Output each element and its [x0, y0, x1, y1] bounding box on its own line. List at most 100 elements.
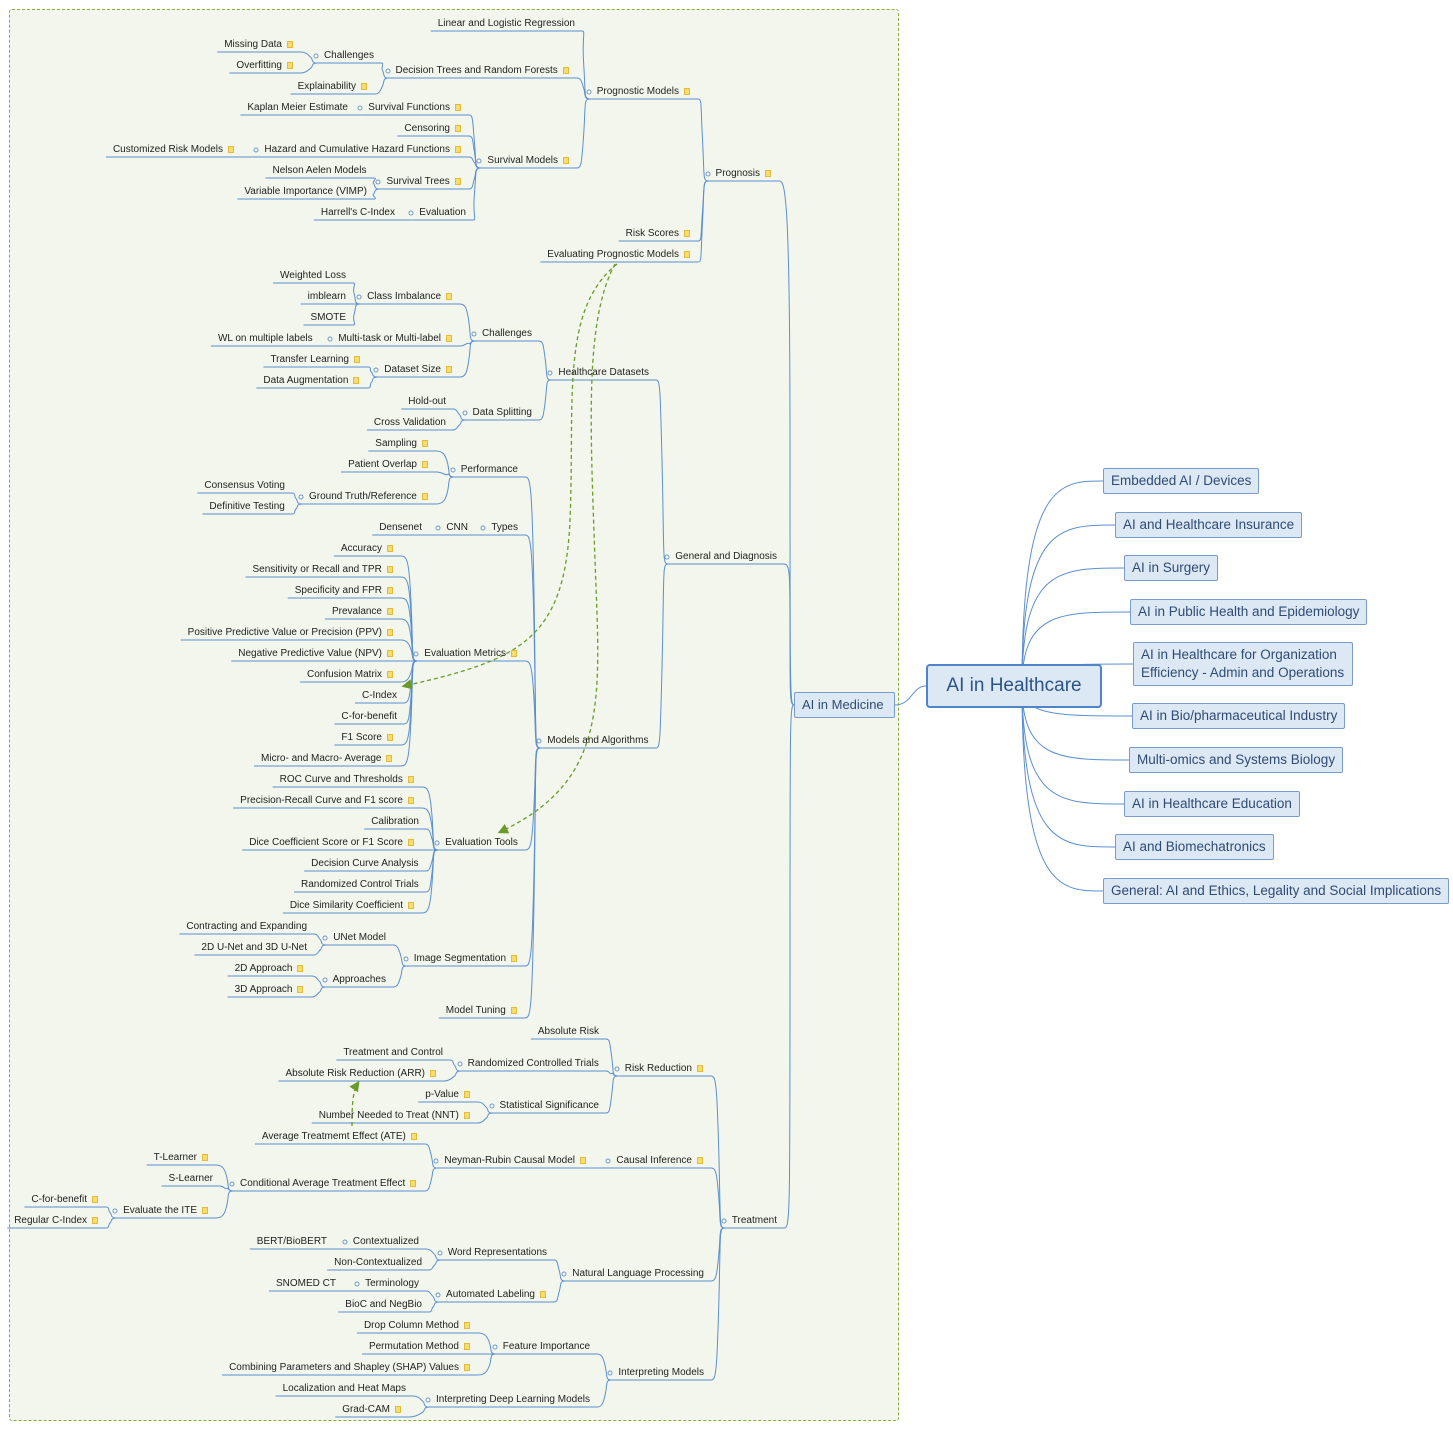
topic-drop-column[interactable]: Drop Column Method: [364, 1320, 470, 1332]
collapse-toggle[interactable]: [492, 1344, 498, 1350]
topic-evaluation[interactable]: Evaluation: [419, 207, 466, 219]
topic-heat-maps[interactable]: Localization and Heat Maps: [283, 1383, 406, 1395]
collapse-toggle[interactable]: [327, 336, 333, 342]
topic-risk-reduction[interactable]: Risk Reduction: [625, 1063, 703, 1075]
collapse-toggle[interactable]: [425, 1397, 431, 1403]
topic-roc[interactable]: ROC Curve and Thresholds: [280, 774, 414, 786]
topic-definitive-testing[interactable]: Definitive Testing: [209, 501, 284, 513]
topic-contracting[interactable]: Contracting and Expanding: [186, 921, 307, 933]
note-icon[interactable]: [422, 460, 428, 468]
note-icon[interactable]: [510, 1006, 517, 1014]
collapse-toggle[interactable]: [354, 1281, 360, 1287]
topic-wl-multiple[interactable]: WL on multiple labels: [218, 333, 313, 345]
note-icon[interactable]: [408, 838, 414, 846]
collapse-toggle[interactable]: [357, 105, 363, 111]
collapse-toggle[interactable]: [342, 1239, 348, 1245]
topic-models-algorithms[interactable]: Models and Algorithms: [547, 735, 648, 747]
topic-healthcare-insurance[interactable]: AI and Healthcare Insurance: [1115, 512, 1303, 538]
collapse-toggle[interactable]: [721, 1218, 727, 1224]
topic-unet-2d3d[interactable]: 2D U-Net and 3D U-Net: [201, 942, 307, 954]
note-icon[interactable]: [408, 796, 414, 804]
topic-customized-risk[interactable]: Customized Risk Models: [113, 144, 234, 156]
topic-evaluation-tools[interactable]: Evaluation Tools: [445, 837, 518, 849]
topic-prognostic-models[interactable]: Prognostic Models: [597, 86, 690, 98]
note-icon[interactable]: [765, 169, 771, 177]
collapse-toggle[interactable]: [435, 525, 441, 531]
note-icon[interactable]: [386, 565, 393, 573]
topic-ate[interactable]: Average Treatmemt Effect (ATE): [262, 1131, 417, 1143]
note-icon[interactable]: [421, 492, 428, 500]
collapse-toggle[interactable]: [435, 1292, 441, 1298]
collapse-toggle[interactable]: [471, 331, 477, 337]
collapse-toggle[interactable]: [586, 89, 592, 95]
topic-cnn[interactable]: CNN: [446, 522, 468, 534]
topic-general-diagnosis[interactable]: General and Diagnosis: [675, 551, 777, 563]
topic-cross-validation[interactable]: Cross Validation: [374, 417, 446, 429]
topic-shap[interactable]: Combining Parameters and Shapley (SHAP) …: [229, 1362, 470, 1374]
topic-nnt[interactable]: Number Needed to Treat (NNT): [319, 1110, 470, 1122]
topic-patient-overlap[interactable]: Patient Overlap: [348, 459, 428, 471]
topic-accuracy[interactable]: Accuracy: [341, 543, 393, 555]
collapse-toggle[interactable]: [476, 158, 482, 164]
topic-survival-trees[interactable]: Survival Trees: [386, 176, 461, 188]
collapse-toggle[interactable]: [536, 738, 542, 744]
topic-harrell[interactable]: Harrell's C-Index: [321, 207, 395, 219]
note-icon[interactable]: [361, 82, 367, 90]
main-topic-ai-in-medicine[interactable]: AI in Medicine: [794, 692, 895, 718]
note-icon[interactable]: [408, 901, 414, 909]
note-icon[interactable]: [407, 775, 414, 783]
topic-neyman-rubin[interactable]: Neyman-Rubin Causal Model: [444, 1155, 586, 1167]
topic-automated-labeling[interactable]: Automated Labeling: [446, 1289, 546, 1301]
topic-nlp[interactable]: Natural Language Processing: [572, 1268, 704, 1280]
note-icon[interactable]: [422, 439, 428, 447]
topic-prognosis[interactable]: Prognosis: [716, 168, 771, 180]
collapse-toggle[interactable]: [322, 935, 328, 941]
topic-vimp[interactable]: Variable Importance (VIMP): [244, 186, 367, 198]
note-icon[interactable]: [697, 1156, 703, 1164]
note-icon[interactable]: [228, 145, 234, 153]
note-icon[interactable]: [464, 1342, 470, 1350]
topic-micro-macro[interactable]: Micro- and Macro- Average: [261, 753, 393, 765]
topic-specificity[interactable]: Specificity and FPR: [295, 585, 393, 597]
topic-organization-efficiency[interactable]: AI in Healthcare for Organization Effici…: [1133, 642, 1353, 686]
topic-grad-cam[interactable]: Grad-CAM: [342, 1404, 401, 1416]
collapse-toggle[interactable]: [253, 147, 259, 153]
topic-c-index[interactable]: C-Index: [362, 690, 397, 702]
topic-c-for-benefit-t[interactable]: C-for-benefit: [31, 1194, 98, 1206]
collapse-toggle[interactable]: [480, 525, 486, 531]
topic-c-for-benefit-m[interactable]: C-for-benefit: [341, 711, 397, 723]
topic-bioc-negbio[interactable]: BioC and NegBio: [345, 1299, 422, 1311]
topic-absolute-risk[interactable]: Absolute Risk: [538, 1026, 599, 1038]
collapse-toggle[interactable]: [605, 1158, 611, 1164]
note-icon[interactable]: [446, 365, 452, 373]
topic-approach-2d[interactable]: 2D Approach: [235, 963, 304, 975]
topic-evaluate-ite[interactable]: Evaluate the ITE: [123, 1205, 208, 1217]
topic-types[interactable]: Types: [491, 522, 518, 534]
topic-prevalance[interactable]: Prevalance: [332, 606, 393, 618]
topic-embedded-ai-devices[interactable]: Embedded AI / Devices: [1103, 468, 1260, 494]
topic-healthcare-datasets[interactable]: Healthcare Datasets: [558, 367, 649, 379]
note-icon[interactable]: [387, 733, 393, 741]
topic-sampling[interactable]: Sampling: [375, 438, 428, 450]
collapse-toggle[interactable]: [408, 210, 414, 216]
note-icon[interactable]: [464, 1321, 470, 1329]
topic-dt-challenges[interactable]: Challenges: [324, 50, 374, 62]
topic-ai-in-surgery[interactable]: AI in Surgery: [1124, 555, 1219, 581]
collapse-toggle[interactable]: [664, 554, 670, 560]
topic-smote[interactable]: SMOTE: [310, 312, 346, 324]
collapse-toggle[interactable]: [298, 494, 304, 500]
topic-survival-models[interactable]: Survival Models: [487, 155, 569, 167]
topic-image-segmentation[interactable]: Image Segmentation: [414, 953, 517, 965]
collapse-toggle[interactable]: [457, 1061, 463, 1067]
collapse-toggle[interactable]: [413, 651, 419, 657]
topic-linear-logistic[interactable]: Linear and Logistic Regression: [438, 18, 575, 30]
topic-data-splitting[interactable]: Data Splitting: [473, 407, 532, 419]
central-topic[interactable]: AI in Healthcare: [926, 664, 1102, 708]
topic-f1-score[interactable]: F1 Score: [341, 732, 393, 744]
topic-decision-curve[interactable]: Decision Curve Analysis: [311, 858, 418, 870]
collapse-toggle[interactable]: [614, 1066, 620, 1072]
note-icon[interactable]: [92, 1195, 98, 1203]
topic-consensus-voting[interactable]: Consensus Voting: [204, 480, 285, 492]
collapse-toggle[interactable]: [322, 977, 328, 983]
topic-ppv[interactable]: Positive Predictive Value or Precision (…: [188, 627, 393, 639]
